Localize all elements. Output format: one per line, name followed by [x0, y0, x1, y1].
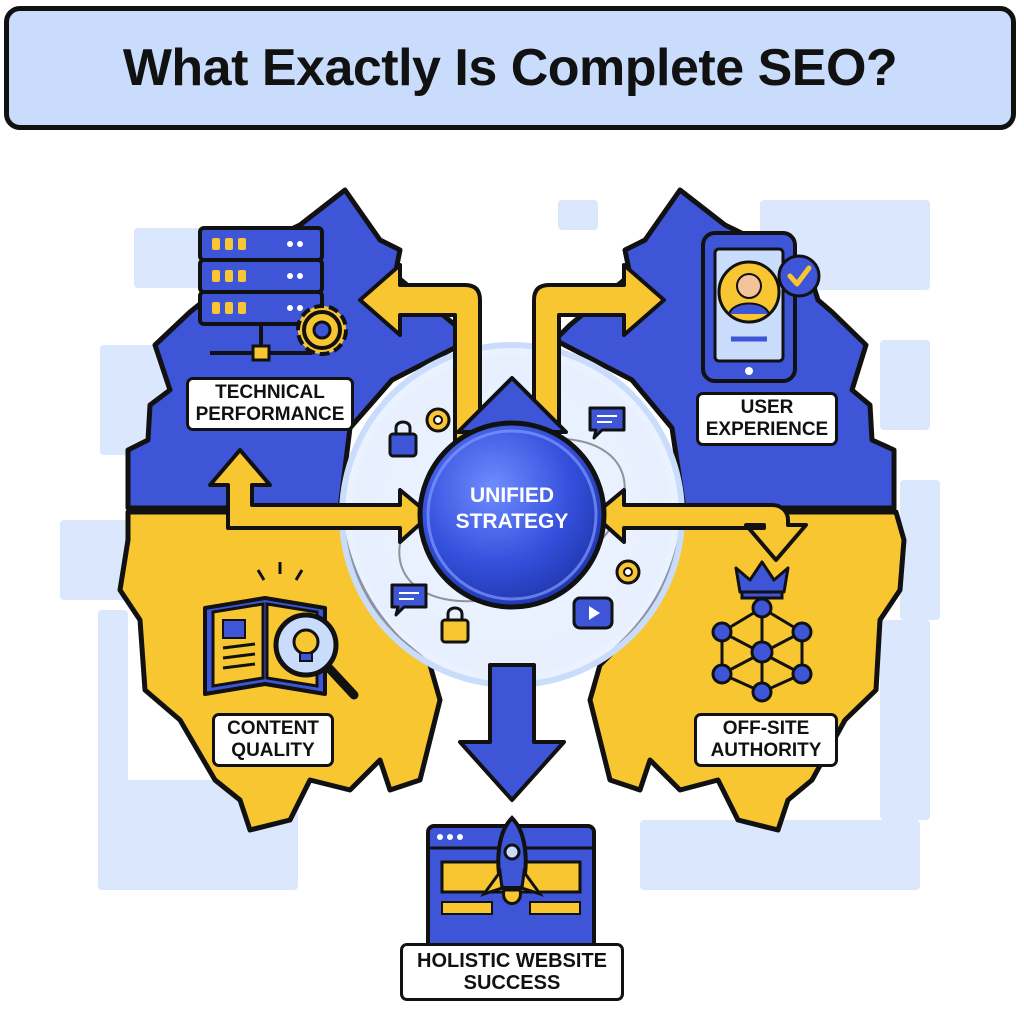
label-result-line1: HOLISTIC WEBSITE — [417, 950, 607, 972]
gear-icon — [296, 304, 348, 356]
label-technical-line2: PERFORMANCE — [195, 404, 345, 425]
play-button-icon — [572, 596, 614, 630]
label-offsite-line1: OFF-SITE — [722, 718, 810, 739]
center-label-line1: UNIFIED — [470, 484, 554, 507]
user-avatar-icon — [717, 260, 781, 324]
network-icon — [711, 597, 813, 703]
chat-bubble-icon — [390, 583, 428, 617]
gear-icon — [425, 407, 451, 433]
background-circuit — [60, 200, 940, 890]
label-content-quality: CONTENT QUALITY — [212, 713, 334, 767]
lock-icon — [440, 606, 470, 644]
connector-arrows — [208, 263, 808, 562]
label-content-line1: CONTENT — [227, 718, 319, 739]
checkmark-badge-icon — [777, 254, 821, 298]
label-holistic-website-success: HOLISTIC WEBSITE SUCCESS — [400, 943, 624, 1001]
orb-highlight — [426, 429, 598, 601]
magnifier-icon — [273, 612, 359, 700]
server-icon — [198, 226, 324, 362]
label-result-line2: SUCCESS — [463, 972, 561, 994]
center-label: UNIFIED STRATEGY — [432, 454, 592, 564]
lock-icon — [388, 420, 418, 458]
title-banner: What Exactly Is Complete SEO? — [4, 6, 1016, 130]
arrow-to-offsite — [592, 488, 808, 562]
arrow-down-to-result — [458, 663, 566, 802]
arrow-to-technical — [358, 263, 482, 462]
gear-icon — [615, 559, 641, 585]
label-ux-line2: EXPERIENCE — [705, 419, 829, 440]
label-offsite-authority: OFF-SITE AUTHORITY — [694, 713, 838, 767]
label-user-experience: USER EXPERIENCE — [696, 392, 838, 446]
rocket-icon — [480, 815, 544, 905]
center-label-line2: STRATEGY — [455, 510, 569, 533]
arrow-to-ux — [532, 263, 666, 462]
label-technical-line1: TECHNICAL — [215, 382, 325, 403]
label-offsite-line2: AUTHORITY — [710, 740, 822, 761]
page-title: What Exactly Is Complete SEO? — [122, 39, 898, 97]
unified-strategy-orb — [417, 420, 607, 610]
label-content-line2: QUALITY — [231, 740, 315, 761]
chat-bubble-icon — [588, 406, 626, 440]
label-ux-line1: USER — [740, 397, 794, 418]
label-technical-performance: TECHNICAL PERFORMANCE — [186, 377, 354, 431]
arrow-to-content — [208, 448, 432, 544]
lightbulb-icon — [256, 562, 304, 581]
